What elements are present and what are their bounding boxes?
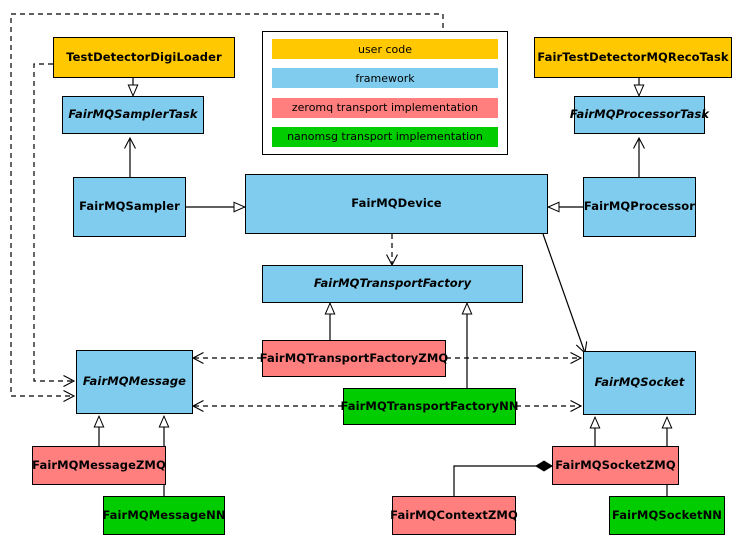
class-label: FairMQMessage	[82, 374, 187, 389]
class-label: FairMQTransportFactory	[313, 276, 472, 291]
legend-item-label: framework	[355, 71, 415, 85]
class-box-fairmqtransportfactory[interactable]: FairMQTransportFactory	[262, 265, 523, 303]
class-box-fairmqmessagenn[interactable]: FairMQMessageNN	[102, 496, 226, 535]
class-box-fairmqsocket[interactable]: FairMQSocket	[583, 351, 696, 415]
legend-item-framework: framework	[272, 68, 498, 89]
class-label: FairMQMessageNN	[102, 507, 226, 522]
class-box-fairmqsocketnn[interactable]: FairMQSocketNN	[609, 496, 725, 535]
class-box-fairmqmessagezmq[interactable]: FairMQMessageZMQ	[32, 446, 166, 485]
legend-item-label: zeromq transport implementation	[291, 101, 479, 115]
class-label: FairMQSamplerTask	[68, 107, 198, 122]
edge-digiloader-message	[33, 63, 76, 387]
class-box-fairmqsocketzmq[interactable]: FairMQSocketZMQ	[552, 446, 679, 485]
class-label: FairMQContextZMQ	[390, 507, 518, 522]
class-box-fairmqmessage[interactable]: FairMQMessage	[76, 350, 193, 414]
class-box-fairmqsampler[interactable]: FairMQSampler	[73, 177, 186, 237]
class-label: FairMQTransportFactoryZMQ	[259, 350, 449, 365]
legend-item-nanomsg: nanomsg transport implementation	[272, 126, 498, 147]
legend-box: user code framework zeromq transport imple…	[262, 31, 508, 155]
legend-item-zeromq: zeromq transport implementation	[272, 97, 498, 118]
class-box-fairmqcontextzmq[interactable]: FairMQContextZMQ	[390, 496, 518, 535]
class-box-fairmqsamplertask[interactable]: FairMQSamplerTask	[62, 96, 204, 134]
class-label: FairMQProcessorTask	[569, 107, 710, 122]
class-label: FairMQSampler	[79, 199, 180, 214]
class-label: FairMQSocket	[594, 375, 685, 390]
class-label: TestDetectorDigiLoader	[66, 49, 222, 64]
legend-item-user-code: user code	[272, 39, 498, 59]
class-box-fairmqtransportfactoryzmq[interactable]: FairMQTransportFactoryZMQ	[259, 340, 449, 377]
class-box-fairtestdetectormqrecotask[interactable]: FairTestDetectorMQRecoTask	[534, 37, 732, 78]
class-label: FairMQMessageZMQ	[32, 457, 166, 472]
class-box-fairmqprocessortask[interactable]: FairMQProcessorTask	[570, 96, 709, 134]
legend-item-label: nanomsg transport implementation	[287, 130, 483, 144]
class-label: FairTestDetectorMQRecoTask	[537, 49, 729, 64]
class-label: FairMQTransportFactoryNN	[340, 398, 519, 413]
class-box-fairmqtransportfactorynn[interactable]: FairMQTransportFactoryNN	[340, 388, 519, 425]
legend-item-label: user code	[357, 42, 413, 56]
class-box-fairmqprocessor[interactable]: FairMQProcessor	[583, 177, 696, 237]
class-label: FairMQProcessor	[583, 199, 696, 214]
class-label: FairMQDevice	[351, 196, 442, 211]
class-box-testdetectordigiloader[interactable]: TestDetectorDigiLoader	[53, 37, 235, 78]
class-label: FairMQSocketZMQ	[555, 457, 676, 472]
edge-recotask-message	[10, 13, 444, 402]
class-label: FairMQSocketNN	[611, 507, 723, 522]
edge-contextzmq-socketzmq	[453, 460, 553, 496]
edge-device-socket	[542, 233, 588, 355]
class-box-fairmqdevice[interactable]: FairMQDevice	[245, 174, 548, 234]
